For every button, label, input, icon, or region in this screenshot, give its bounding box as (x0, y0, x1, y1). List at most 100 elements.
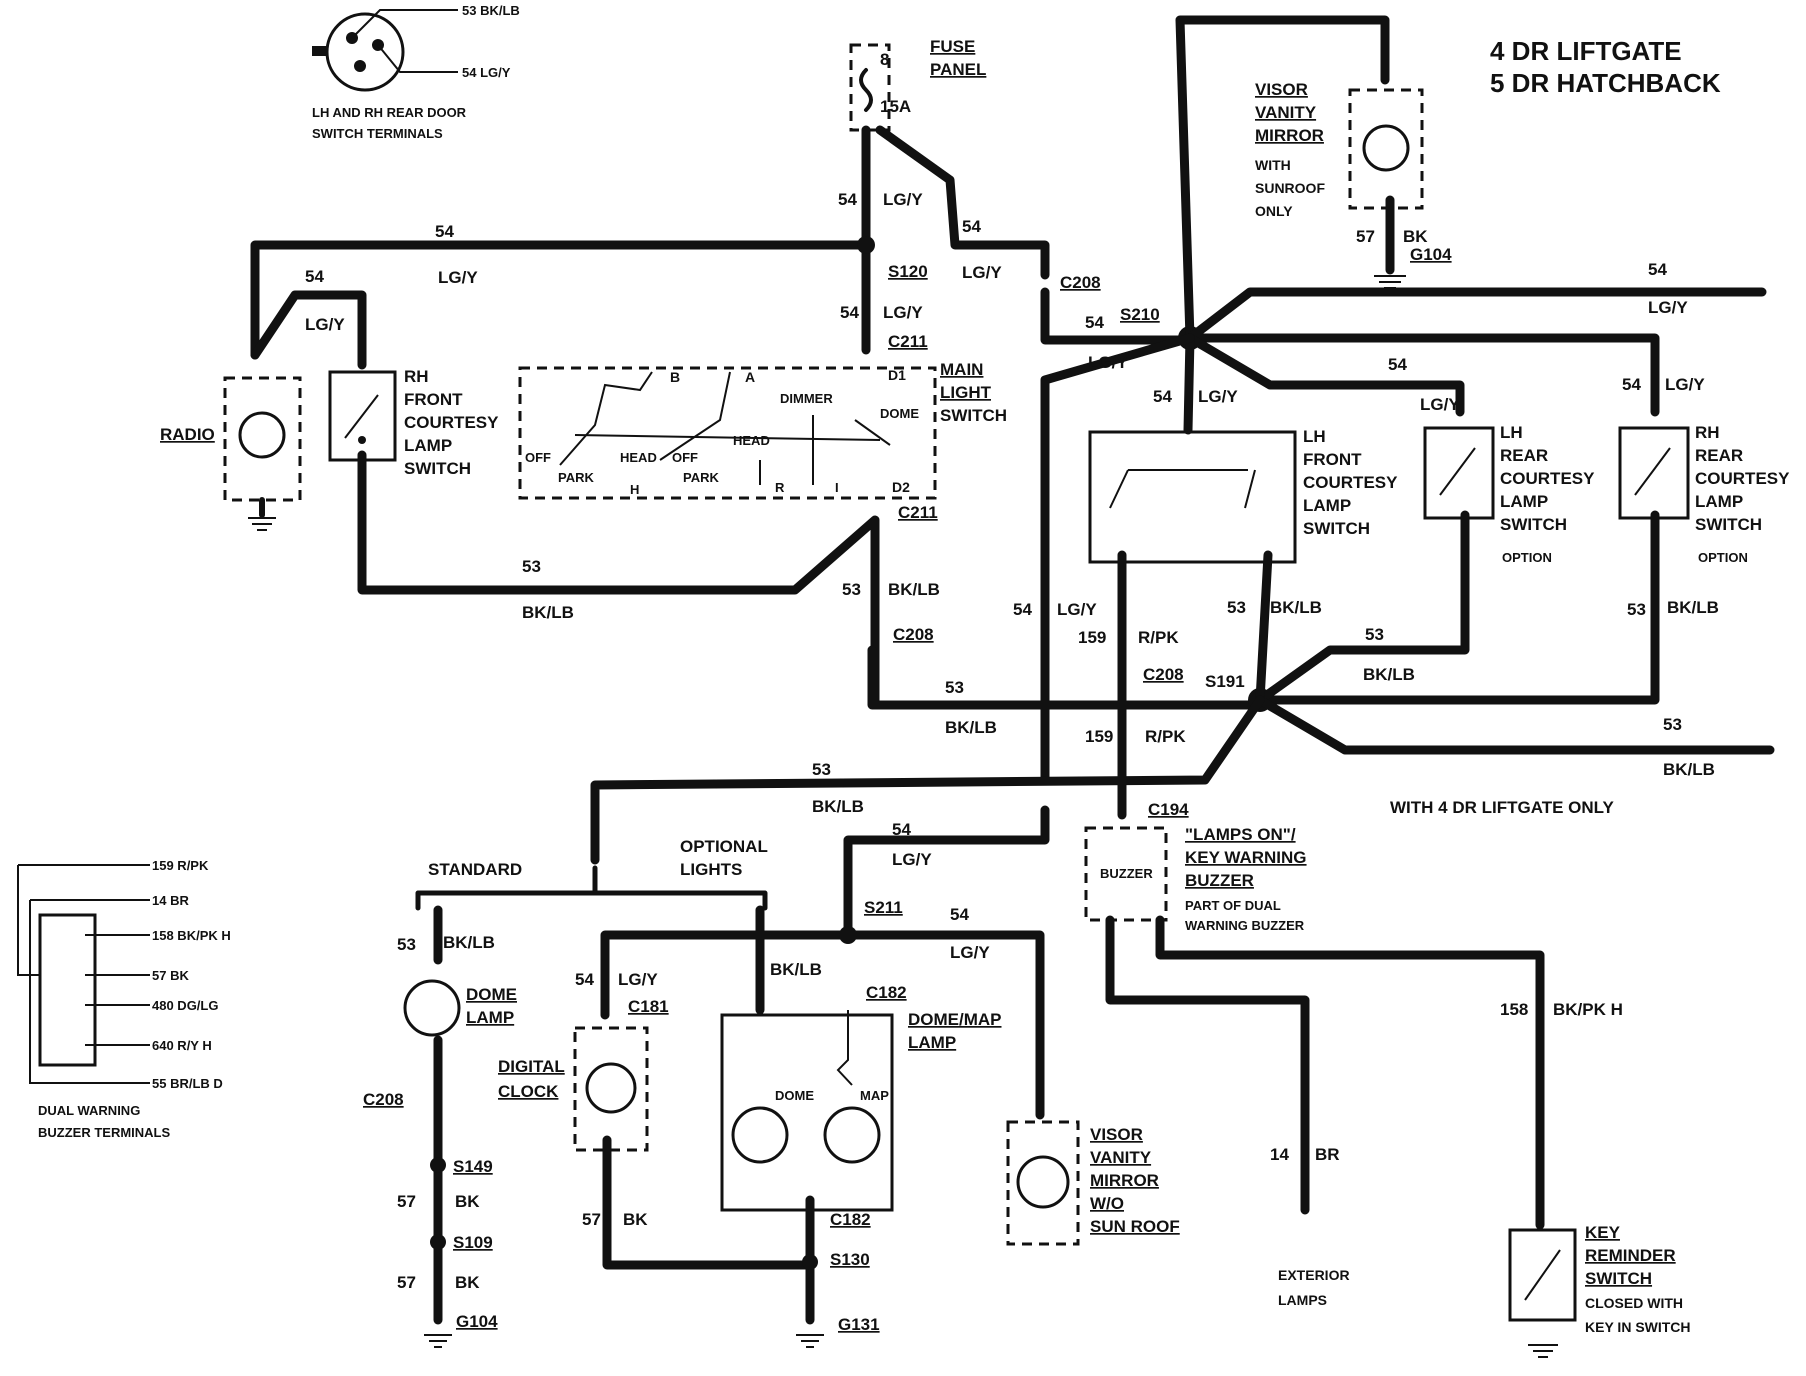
map-text: MAP (860, 1088, 889, 1103)
wl-52: LG/Y (618, 970, 658, 989)
radio: RADIO (160, 376, 302, 531)
msw-head-2: HEAD (733, 433, 770, 448)
wl-57: BK (455, 1273, 480, 1292)
wl-36: BK/LB (1270, 598, 1322, 617)
visor-sr-l3: MIRROR (1255, 126, 1324, 145)
lh-front-l1: LH (1303, 427, 1326, 446)
wl-46: LG/Y (892, 850, 932, 869)
c208-bottom: C208 (363, 1090, 404, 1109)
wl-24: BK/LB (522, 603, 574, 622)
wl-47: 54 (950, 905, 969, 924)
wl-25: 53 (842, 580, 861, 599)
wl-59: BK (623, 1210, 648, 1229)
visor-sr-l4: WITH (1255, 157, 1291, 173)
standard-label: STANDARD (428, 860, 522, 879)
wl-16: LG/Y (1420, 395, 1460, 414)
wl-18: LG/Y (1665, 375, 1705, 394)
lh-front-l5: SWITCH (1303, 519, 1370, 538)
wire-53 (357, 450, 1775, 1015)
lh-front-l3: COURTESY (1303, 473, 1398, 492)
lh-front-l4: LAMP (1303, 496, 1351, 515)
wl-30: LG/Y (1057, 600, 1097, 619)
standard-optional-bracket (415, 865, 768, 911)
wl-63: BR (1315, 1145, 1340, 1164)
main-switch-l1: MAIN (940, 360, 983, 379)
exterior-l2: LAMPS (1278, 1292, 1327, 1308)
wl-45: 54 (892, 820, 911, 839)
msw-off-1: OFF (525, 450, 551, 465)
key-l3: SWITCH (1585, 1269, 1652, 1288)
wl-31: 159 (1078, 628, 1106, 647)
rh-rear-l1: RH (1695, 423, 1720, 442)
bt-pin-3: 158 BK/PK H (152, 928, 231, 943)
lh-front-courtesy-switch: LH FRONT COURTESY LAMP SWITCH (1088, 427, 1398, 564)
visor-nsr-l2: VANITY (1090, 1148, 1152, 1167)
bt-caption-1: DUAL WARNING (38, 1103, 140, 1118)
wire-54-feed (250, 15, 1767, 1120)
liftgate-note: WITH 4 DR LIFTGATE ONLY (1390, 798, 1614, 817)
rear-door-pin-b: 54 LG/Y (462, 65, 511, 80)
lh-rear-l4: LAMP (1500, 492, 1548, 511)
rh-front-l4: LAMP (404, 436, 452, 455)
c211-top: C211 (888, 332, 928, 351)
wl-53: BK/LB (770, 960, 822, 979)
c194: C194 (1148, 800, 1189, 819)
wl-56: 57 (397, 1273, 416, 1292)
bt-pin-1: 159 R/PK (152, 858, 209, 873)
rh-rear-l5: SWITCH (1695, 515, 1762, 534)
bt-caption-2: BUZZER TERMINALS (38, 1125, 170, 1140)
wl-29: 54 (1013, 600, 1032, 619)
dome-text: DOME (775, 1088, 814, 1103)
bt-pin-7: 55 BR/LB D (152, 1076, 223, 1091)
wl-41: 53 (1663, 715, 1682, 734)
lh-rear-courtesy-switch: LH REAR COURTESY LAMP SWITCH OPTION (1423, 423, 1595, 565)
wire-14 (1105, 915, 1310, 1215)
visor-sr-l2: VANITY (1255, 103, 1317, 122)
lh-rear-l5: SWITCH (1500, 515, 1567, 534)
fuse-pin: 8 (880, 50, 889, 69)
wl-9: 54 (840, 303, 859, 322)
g104-top: G104 (1410, 245, 1452, 264)
rh-front-courtesy-switch: RH FRONT COURTESY LAMP SWITCH (328, 367, 499, 478)
wl-55: BK (455, 1192, 480, 1211)
lh-rear-l3: COURTESY (1500, 469, 1595, 488)
wl-39: 53 (1627, 600, 1646, 619)
msw-off-2: OFF (672, 450, 698, 465)
buzzer-l4: PART OF DUAL (1185, 898, 1281, 913)
wl-32: R/PK (1138, 628, 1179, 647)
buzzer-l2: KEY WARNING (1185, 848, 1307, 867)
wl-37: 53 (1365, 625, 1384, 644)
msw-d1: D1 (888, 367, 906, 383)
diagram-title-line2: 5 DR HATCHBACK (1490, 68, 1721, 98)
rear-door-caption-2: SWITCH TERMINALS (312, 126, 443, 141)
c211-bottom: C211 (898, 503, 938, 522)
wl-33: 159 (1085, 727, 1113, 746)
wl-10: LG/Y (883, 303, 923, 322)
fuse-panel-label-2: PANEL (930, 60, 986, 79)
dome-lamp: DOME LAMP (403, 979, 517, 1037)
buzzer-label: BUZZER (1100, 866, 1153, 881)
key-l4: CLOSED WITH (1585, 1295, 1683, 1311)
c208-right: C208 (1143, 665, 1184, 684)
visor-sr-l6: ONLY (1255, 203, 1293, 219)
msw-head-1: HEAD (620, 450, 657, 465)
g104-bottom: G104 (456, 1312, 498, 1331)
rh-rear-l6: OPTION (1698, 550, 1748, 565)
rh-front-l5: SWITCH (404, 459, 471, 478)
visor-nsr-l5: SUN ROOF (1090, 1217, 1180, 1236)
wl-14: LG/Y (1198, 387, 1238, 406)
dome-map-lamp: DOME MAP DOME/MAP LAMP (720, 1010, 1002, 1212)
msw-park-1: PARK (558, 470, 594, 485)
lh-rear-l6: OPTION (1502, 550, 1552, 565)
wl-62: 14 (1270, 1145, 1289, 1164)
wl-22: BK (1403, 227, 1428, 246)
key-reminder-switch: KEY REMINDER SWITCH CLOSED WITH KEY IN S… (1508, 1223, 1691, 1358)
rear-door-switch-terminals: 53 BK/LB 54 LG/Y LH AND RH REAR DOOR SWI… (312, 3, 520, 141)
digital-clock: DIGITAL CLOCK (498, 1026, 649, 1152)
bt-pin-2: 14 BR (152, 893, 189, 908)
key-l5: KEY IN SWITCH (1585, 1319, 1691, 1335)
radio-label: RADIO (160, 425, 215, 444)
wl-42: BK/LB (1663, 760, 1715, 779)
msw-i: I (835, 480, 839, 495)
